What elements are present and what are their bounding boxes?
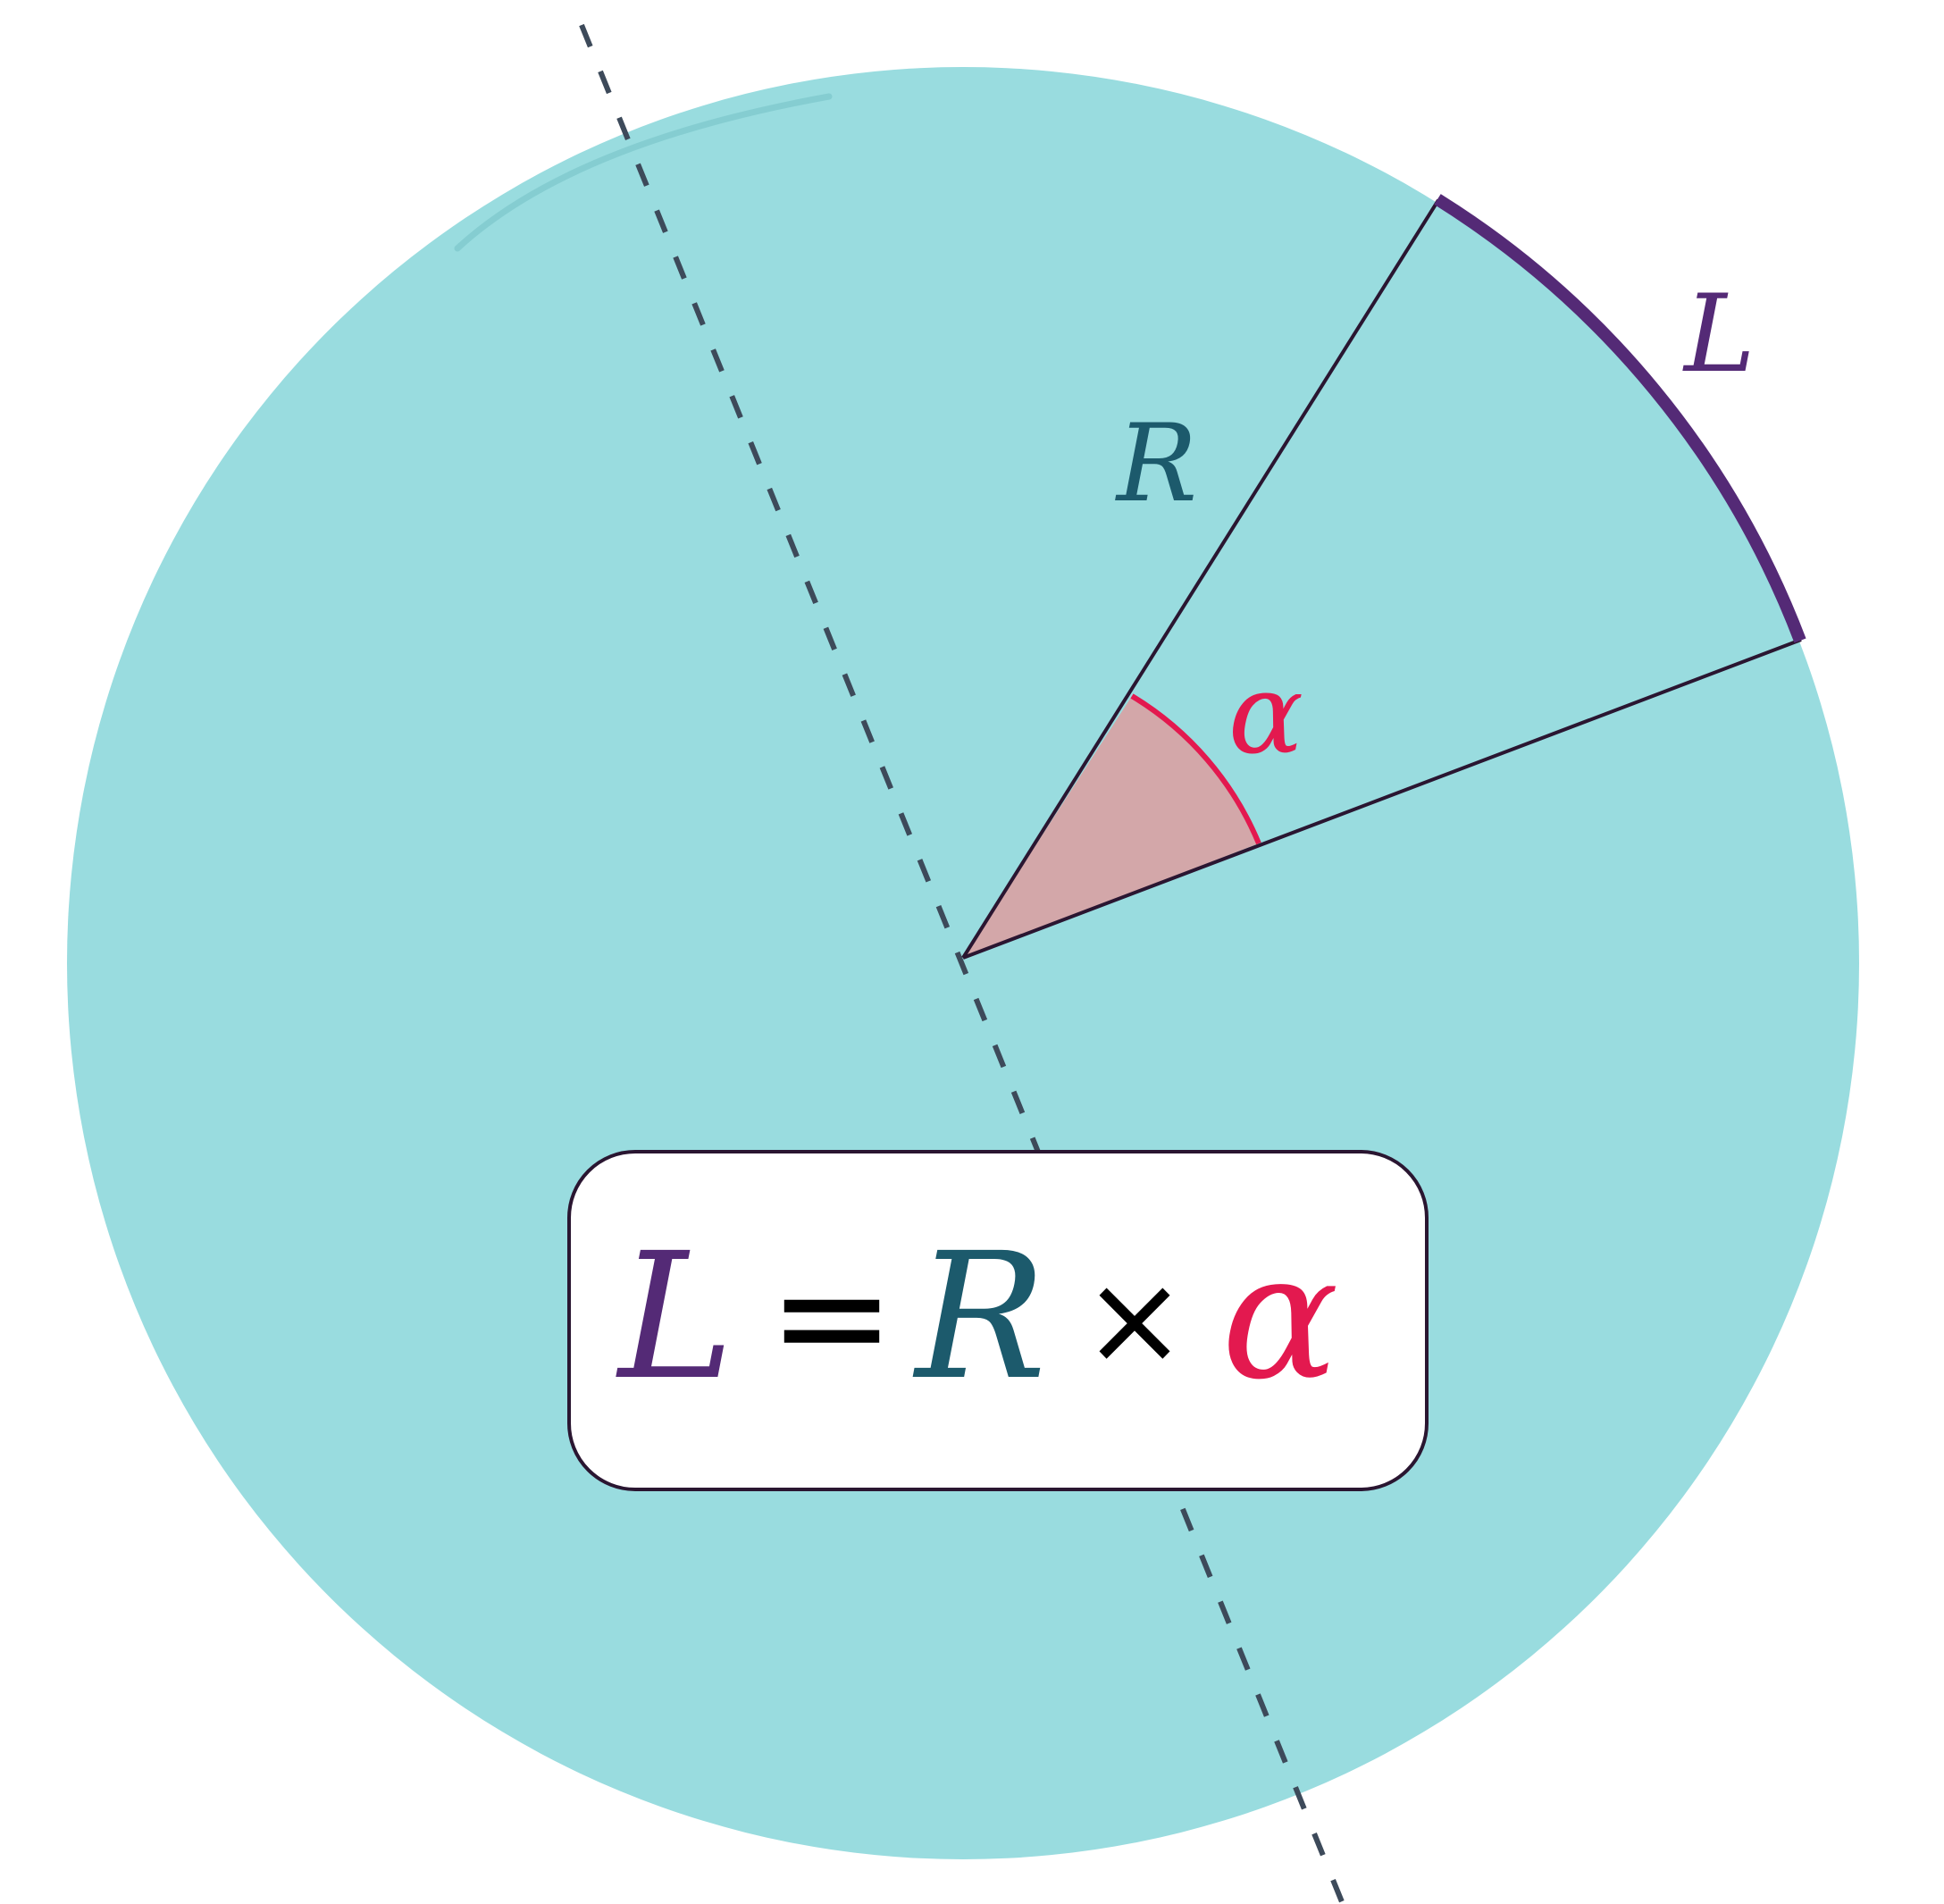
arc-length-arc: [1434, 194, 1806, 643]
dashed-axis-line: [579, 23, 1345, 1904]
arc-length-label: L: [1682, 273, 1755, 397]
angle-sector: [963, 696, 1259, 958]
formula-angle: α: [1221, 1215, 1339, 1418]
formula-times: ×: [1082, 1247, 1186, 1393]
radius-line-lower: [962, 638, 1802, 960]
formula-lhs: L: [616, 1215, 734, 1418]
circle-highlight-stroke: [454, 93, 833, 252]
formula-box: L = R × α: [567, 1150, 1429, 1491]
angle-label: α: [1228, 650, 1303, 779]
formula-radius: R: [913, 1215, 1047, 1418]
radius-line-upper: [961, 198, 1440, 960]
formula-box-background: [567, 1150, 1429, 1491]
angle-arc: [1130, 693, 1261, 845]
formula-equals: =: [768, 1229, 895, 1405]
radius-label: R: [1115, 402, 1197, 526]
